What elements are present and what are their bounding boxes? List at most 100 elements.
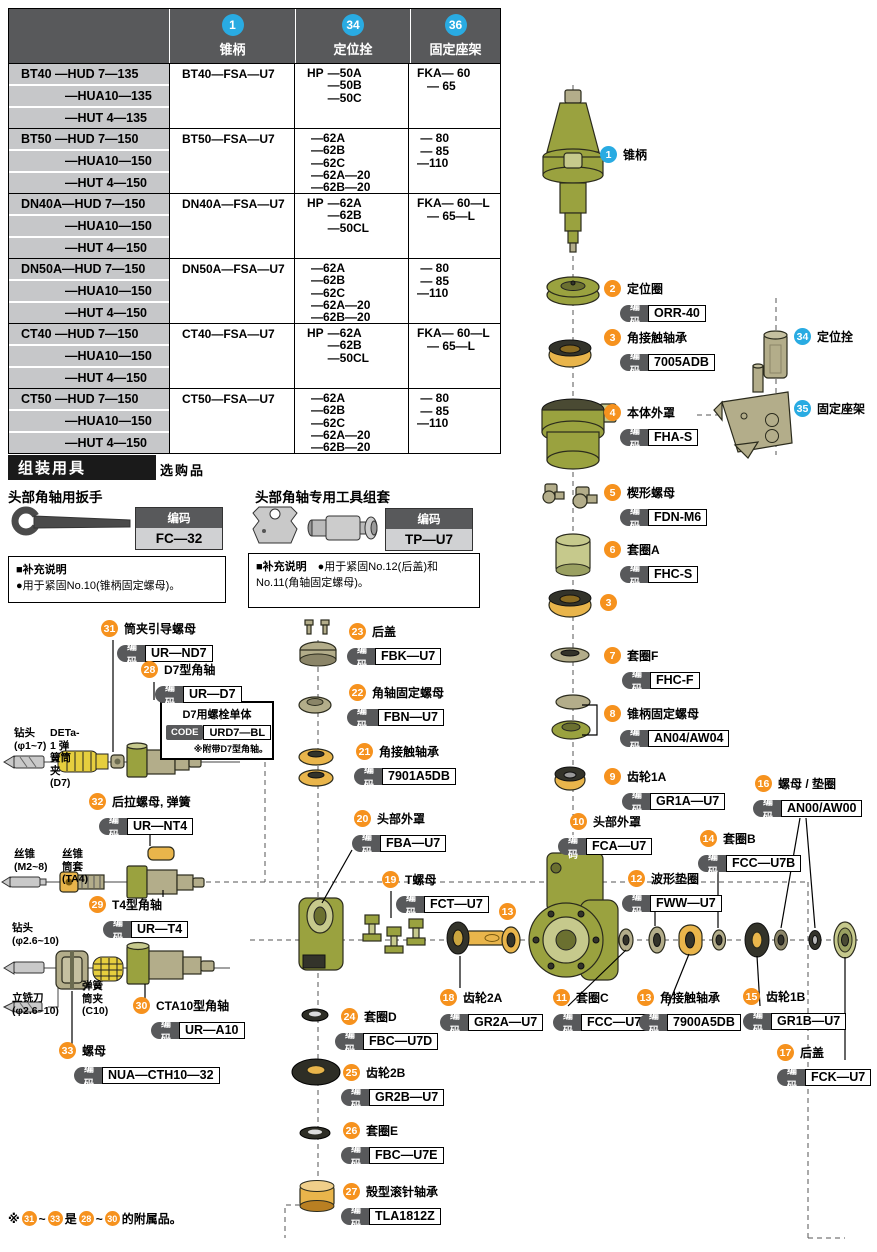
code-tab: 编码 bbox=[117, 642, 145, 668]
part-label: 16 螺母 / 垫圈 编码 AN00/AW00 bbox=[753, 775, 863, 823]
part-code-pill: 编码 7900A5DB bbox=[639, 1011, 741, 1037]
graphic-middle-column bbox=[291, 619, 341, 1212]
model-labels: CT40 —HUD 7—150 —HUA10—150 —HUT 4—150 bbox=[9, 324, 169, 388]
part-label: 2 定位圈 编码 ORR-40 bbox=[604, 280, 706, 328]
part-number-badge: 1 bbox=[600, 146, 617, 163]
part-name: 头部外罩 bbox=[593, 815, 642, 829]
part-number-badge: 30 bbox=[133, 997, 150, 1014]
code-tab: 编码 bbox=[622, 892, 650, 918]
part-label: 7 套圈F 编码 FHC-F bbox=[604, 647, 700, 695]
part-number-badge: 15 bbox=[743, 988, 760, 1005]
part-head: 35 固定座架 bbox=[794, 400, 865, 417]
part-head: 26 套圈E bbox=[343, 1122, 444, 1139]
part-head: 17 后盖 bbox=[777, 1044, 871, 1061]
part-head: 10 头部外罩 bbox=[570, 813, 652, 830]
mount-cell: FKA— 60 — 65 bbox=[408, 64, 500, 128]
wrench-note-box: ■补充说明 ●用于紧固No.10(锥柄固定螺母)。 bbox=[8, 556, 226, 603]
part-number-badge: 14 bbox=[700, 830, 717, 847]
code-value: FDN-M6 bbox=[648, 508, 708, 526]
part-head: 29 T4型角轴 bbox=[89, 896, 188, 913]
model-row: —HUA10—150 bbox=[9, 214, 169, 236]
part-name: 齿轮2A bbox=[463, 991, 503, 1005]
pin-cell: —62A —62B —62C —62A—20 —62B—20 bbox=[294, 259, 408, 323]
code-tab: 编码 bbox=[553, 1011, 581, 1037]
code-tab: 编码 bbox=[743, 1010, 771, 1036]
code-tab: 编码 bbox=[558, 835, 586, 861]
table-group-bt40: BT40 —HUD 7—135 —HUA10—135 —HUT 4—135 BT… bbox=[9, 63, 500, 128]
mount-cell: FKA— 60—L — 65—L bbox=[408, 194, 500, 258]
part-head: 4 本体外罩 bbox=[604, 404, 698, 421]
part-head: 8 锥柄固定螺母 bbox=[604, 705, 729, 722]
table-group-bt50: BT50 —HUD 7—150 —HUA10—150 —HUT 4—150 BT… bbox=[9, 128, 500, 193]
graphic-ring-f bbox=[550, 647, 590, 663]
part-label: 10 头部外罩 编码 FCA—U7 bbox=[558, 813, 653, 861]
component-caption: 丝锥筒套 (TA4) bbox=[62, 848, 89, 885]
model-row: —HUT 4—150 bbox=[9, 366, 169, 388]
part-label: 6 套圈A 编码 FHC-S bbox=[604, 541, 699, 589]
graphic-t-nuts bbox=[362, 914, 426, 954]
pin-cell: —62A —62B —62C —62A—20 —62B—20 bbox=[294, 129, 408, 193]
part-code-pill: 编码 FBA—U7 bbox=[352, 832, 447, 858]
pin-items: —62A —62B —50CL bbox=[327, 196, 370, 235]
graphic-row-t4 bbox=[1, 846, 205, 899]
part-label: 25 齿轮2B 编码 GR2B—U7 bbox=[341, 1064, 445, 1112]
part-name: 角接触轴承 bbox=[379, 745, 440, 759]
footnote-text: ~ bbox=[95, 1211, 103, 1226]
code-value: FCC—U7C bbox=[581, 1013, 657, 1031]
part-head: 21 角接触轴承 bbox=[356, 743, 456, 760]
part-name: 头部外罩 bbox=[377, 812, 426, 826]
part-number-badge: 23 bbox=[349, 623, 366, 640]
part-number-badge: 34 bbox=[794, 328, 811, 345]
part-code-pill: 编码 FHC-S bbox=[620, 563, 699, 589]
shank-cell: CT50—FSA—U7 bbox=[169, 389, 294, 453]
tool-set-note-box: ■补充说明 ●用于紧固No.12(后盖)和 No.11(角轴固定螺母)。 bbox=[248, 553, 480, 608]
part-head: 23 后盖 bbox=[349, 623, 441, 640]
part-head: 13 bbox=[499, 903, 516, 920]
part-code-pill: 编码 7901A5DB bbox=[354, 765, 456, 791]
part-number-badge: 7 bbox=[604, 647, 621, 664]
part-label: 5 楔形螺母 编码 FDN-M6 bbox=[604, 484, 708, 532]
part-label: 21 角接触轴承 编码 7901A5DB bbox=[354, 743, 456, 791]
part-number-badge: 22 bbox=[349, 684, 366, 701]
wrench-heading: 头部角轴用扳手 bbox=[8, 490, 103, 505]
tool-set-code-box: 编码 TP—U7 bbox=[385, 508, 473, 551]
graphic-positioning-ring bbox=[546, 276, 600, 306]
pin-cell: HP—50A —50B —50C bbox=[294, 64, 408, 128]
component-caption: 钻头 (φ2.6~10) bbox=[12, 922, 59, 947]
part-name: 套圈C bbox=[576, 991, 609, 1005]
d7-bolt-note: ※附带D7型角轴。 bbox=[193, 744, 268, 754]
part-number-badge: 6 bbox=[604, 541, 621, 558]
part-number-badge: 27 bbox=[343, 1183, 360, 1200]
part-code-pill: 编码 UR—D7 bbox=[155, 683, 242, 709]
part-label: 26 套圈E 编码 FBC—U7E bbox=[341, 1122, 444, 1170]
part-name: 齿轮2B bbox=[366, 1066, 406, 1080]
part-number-badge: 3 bbox=[604, 329, 621, 346]
graphic-wedge-nuts bbox=[542, 483, 598, 509]
model-row: DN50A—HUD 7—150 bbox=[21, 262, 146, 276]
part-name: 套圈A bbox=[627, 543, 660, 557]
code-tab: 编码 bbox=[103, 918, 131, 944]
code-tab: CODE bbox=[166, 725, 204, 740]
shank-cell: DN40A—FSA—U7 bbox=[169, 194, 294, 258]
part-code-pill: 编码 FHA-S bbox=[620, 426, 699, 452]
accessories-footnote: ※ 31 ~ 33 是 28 ~ 30 的附属品。 bbox=[8, 1210, 182, 1227]
part-code-pill: 编码 TLA1812Z bbox=[341, 1205, 441, 1231]
part-head: 25 齿轮2B bbox=[343, 1064, 444, 1081]
part-label: 4 本体外罩 编码 FHA-S bbox=[604, 404, 699, 452]
pin-items: —50A —50B —50C bbox=[327, 66, 362, 105]
footnote-badge-31: 31 bbox=[21, 1211, 37, 1226]
code-tab: 编码 bbox=[620, 351, 648, 377]
table-group-dn40a: DN40A—HUD 7—150 —HUA10—150 —HUT 4—150 DN… bbox=[9, 193, 500, 258]
part-number-badge: 13 bbox=[499, 903, 516, 920]
graphic-gear-1a bbox=[554, 766, 586, 791]
model-row: —HUA10—150 bbox=[9, 279, 169, 301]
table-group-dn50a: DN50A—HUD 7—150 —HUA10—150 —HUT 4—150 DN… bbox=[9, 258, 500, 323]
part-head: 14 套圈B bbox=[700, 830, 801, 847]
model-labels: BT40 —HUD 7—135 —HUA10—135 —HUT 4—135 bbox=[9, 64, 169, 128]
part-label: 30 CTA10型角轴 编码 UR—A10 bbox=[133, 997, 245, 1045]
part-name: 套圈B bbox=[723, 832, 756, 846]
table-group-ct50: CT50 —HUD 7—150 —HUA10—150 —HUT 4—150 CT… bbox=[9, 388, 500, 453]
pin-items: —62A —62B —62C —62A—20 —62B—20 bbox=[311, 261, 371, 325]
part-label: 29 T4型角轴 编码 UR—T4 bbox=[89, 896, 189, 944]
code-value: UR—NT4 bbox=[127, 817, 194, 835]
